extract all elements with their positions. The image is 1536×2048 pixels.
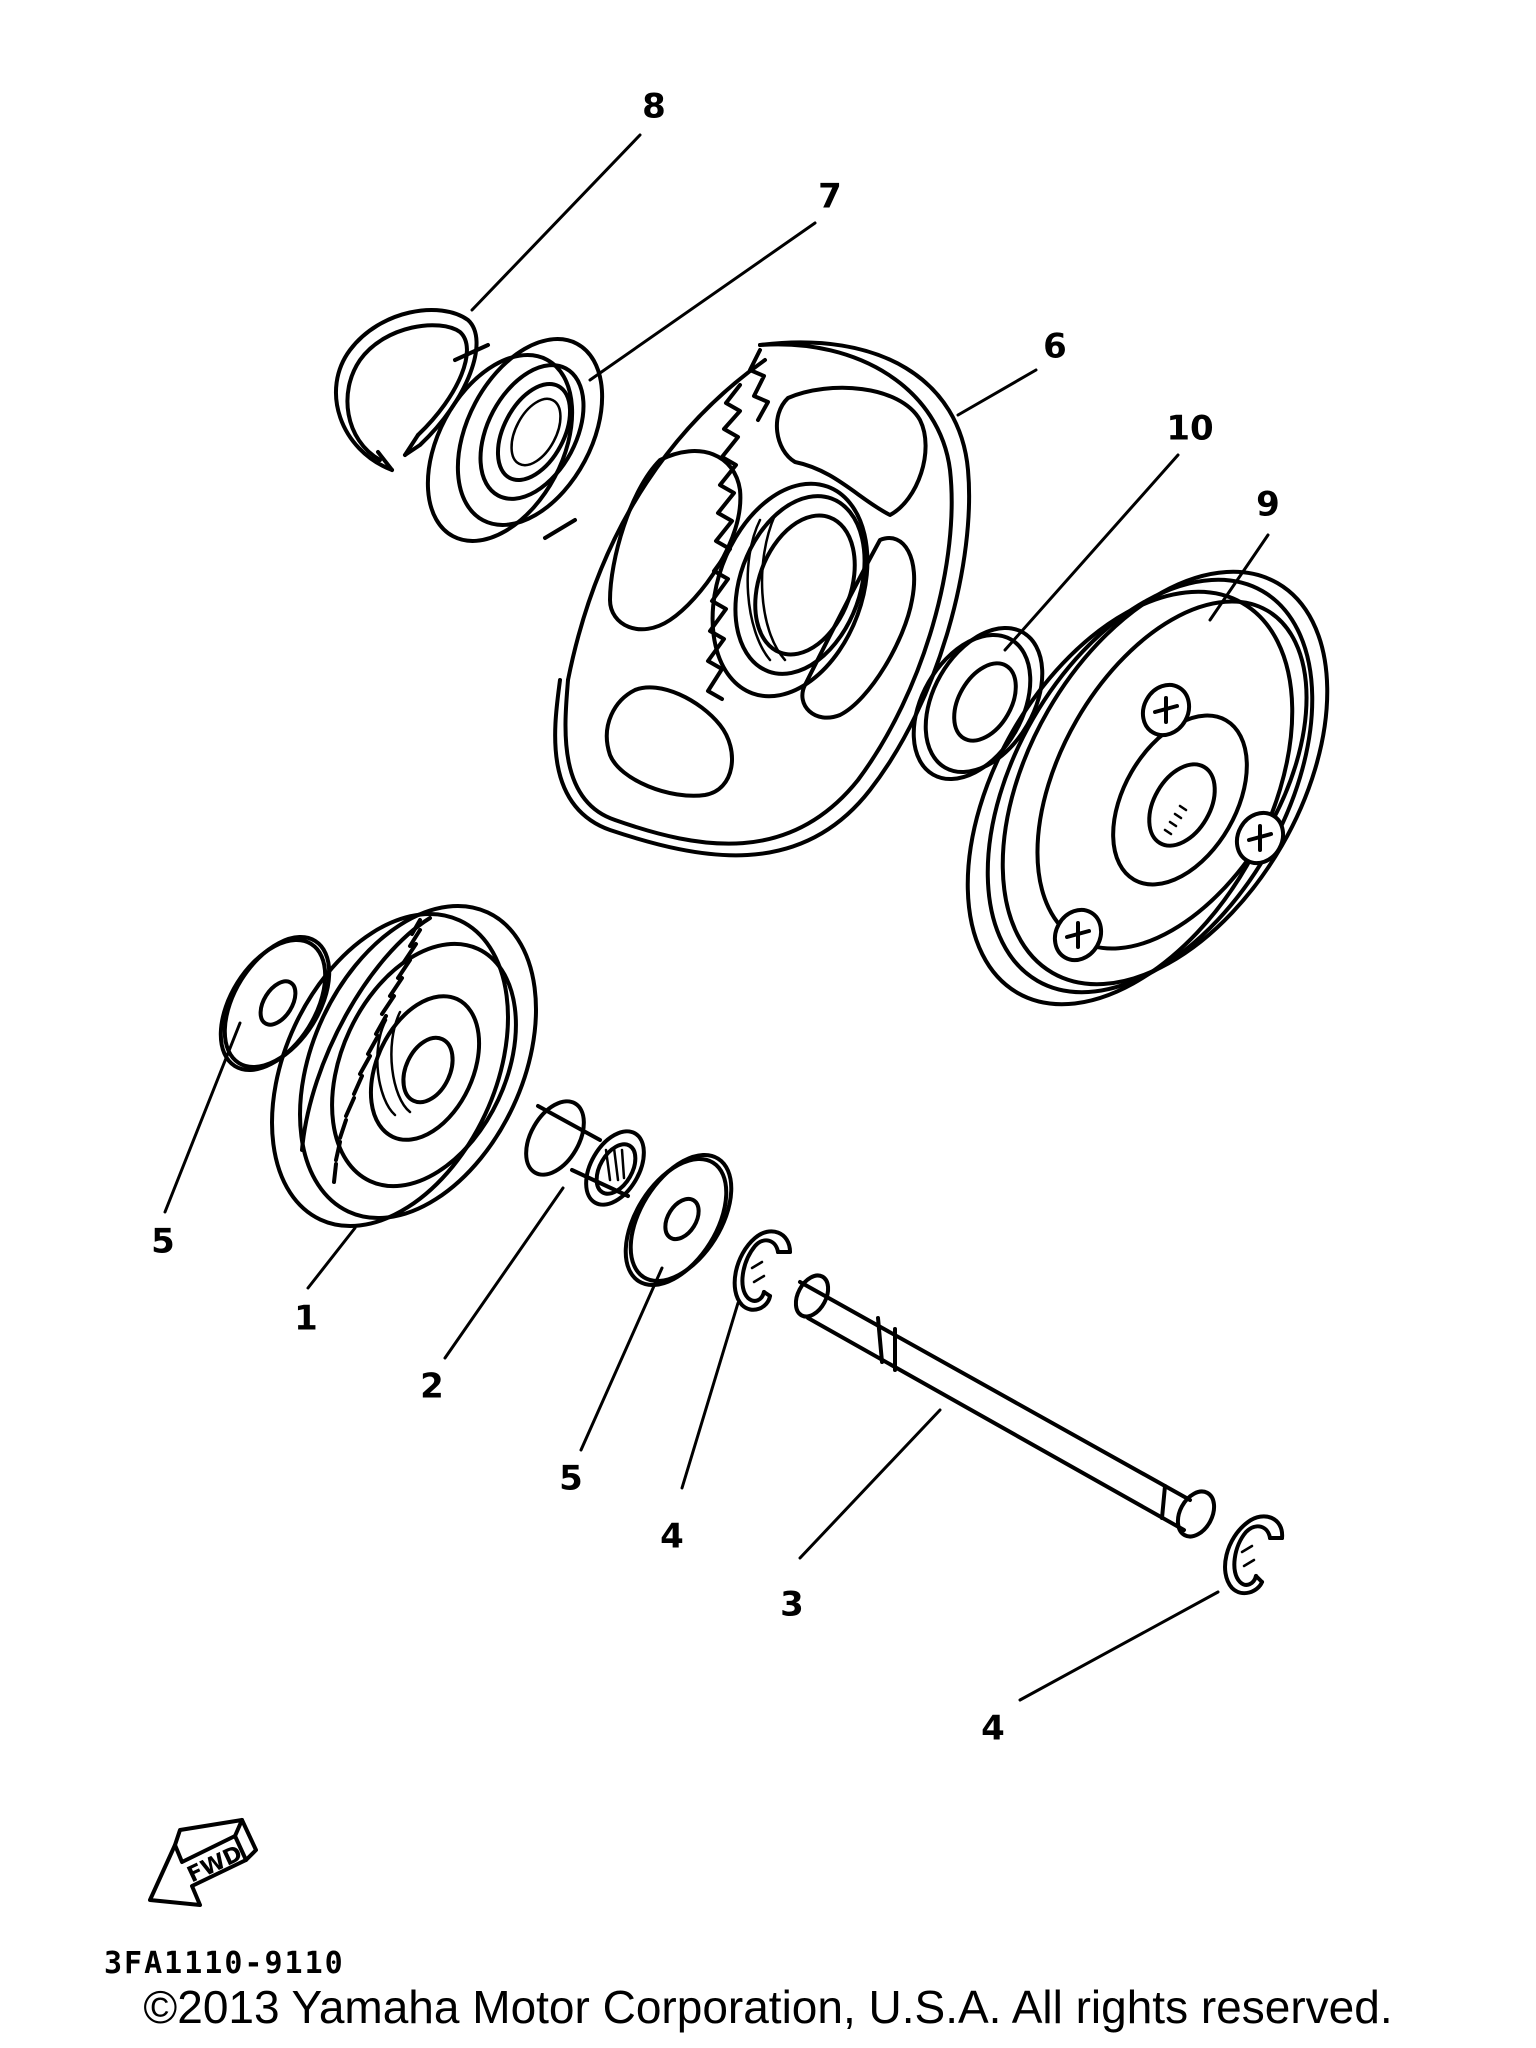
fwd-label: FWD	[184, 1841, 247, 1888]
callout-numbers: 1 2 3 4 4 5 5 6 7 8 9 10	[151, 87, 1280, 1749]
screw-icon	[1140, 682, 1192, 738]
diagram-code: 3FA1110-9110	[104, 1946, 345, 1981]
part-9-one-way-clutch[interactable]	[901, 516, 1395, 1061]
part-10-spacer-washer[interactable]	[890, 607, 1067, 799]
part-3-idler-shaft[interactable]	[789, 1270, 1221, 1543]
copyright-notice: ©2013 Yamaha Motor Corporation, U.S.A. A…	[143, 1981, 1393, 2033]
part-4-circlip-lower[interactable]	[1223, 1514, 1285, 1596]
screw-icon	[1052, 907, 1104, 963]
leader-lines	[163, 133, 1270, 1702]
callout-6: 6	[1043, 327, 1067, 367]
part-1-idler-gear[interactable]	[225, 868, 583, 1264]
callout-9: 9	[1256, 485, 1280, 525]
part-7-ball-bearing[interactable]	[398, 315, 631, 566]
callout-8: 8	[642, 87, 666, 127]
callout-7: 7	[818, 177, 842, 217]
part-5-plain-washer-upper[interactable]	[199, 919, 351, 1089]
callout-5a: 5	[151, 1222, 175, 1262]
screw-icon	[1234, 810, 1286, 866]
callout-1: 1	[294, 1299, 318, 1339]
part-5-plain-washer-lower[interactable]	[605, 1137, 752, 1302]
callout-4b: 4	[981, 1709, 1005, 1749]
callout-10: 10	[1166, 409, 1213, 449]
callout-5b: 5	[559, 1459, 583, 1499]
part-6-starter-wheel-gear[interactable]	[553, 340, 972, 858]
part-2-needle-bearing[interactable]	[514, 1091, 656, 1214]
part-4-circlip-upper[interactable]	[732, 1229, 792, 1312]
callout-4a: 4	[660, 1517, 684, 1557]
callout-3: 3	[780, 1585, 804, 1625]
forward-arrow-icon: FWD	[148, 1818, 258, 1907]
callout-2: 2	[420, 1367, 444, 1407]
part-8-retaining-ring[interactable]	[333, 308, 479, 472]
